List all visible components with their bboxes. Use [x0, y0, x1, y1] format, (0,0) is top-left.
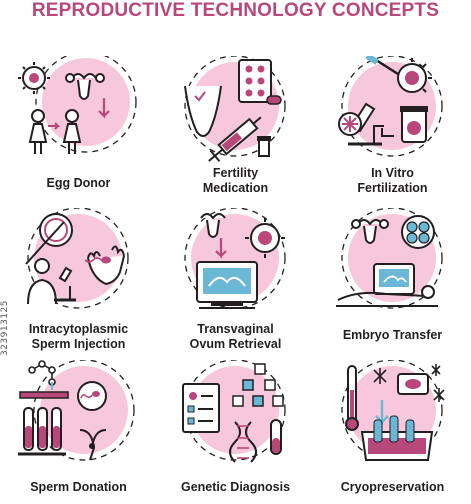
concept-caption: Genetic Diagnosis [180, 480, 291, 494]
genetic-diagnosis-icon [182, 360, 286, 463]
concept-caption: Cryopreservation [340, 480, 445, 494]
concept-tile-in-vitro-fertilization: In Vitro Fertilization [314, 52, 471, 200]
sperm-donation-icon [18, 360, 135, 461]
concept-tile-cryopreservation: Cryopreservation [314, 356, 471, 504]
fertility-medication-icon [184, 56, 286, 162]
sperm-injection-icon [25, 208, 129, 309]
concept-tile-sperm-injection: Intracytoplasmic Sperm Injection [0, 204, 157, 352]
concept-caption: Transvaginal Ovum Retrieval [189, 322, 282, 351]
concept-caption: Fertility Medication [202, 166, 269, 195]
concept-caption: Embryo Transfer [342, 328, 443, 342]
concept-tile-fertility-medication: Fertility Medication [157, 52, 314, 200]
cryopreservation-icon [341, 360, 445, 461]
concept-tile-genetic-diagnosis: Genetic Diagnosis [157, 356, 314, 504]
concept-grid: Egg Donor [0, 52, 471, 500]
ovum-retrieval-icon [184, 208, 286, 309]
concept-caption: Intracytoplasmic Sperm Injection [28, 322, 129, 351]
page-title: REPRODUCTIVE TECHNOLOGY CONCEPTS [31, 0, 440, 21]
concept-tile-embryo-transfer: Embryo Transfer [314, 204, 471, 352]
concept-caption: In Vitro Fertilization [357, 166, 428, 195]
concept-tile-sperm-donation: Sperm Donation [0, 356, 157, 504]
embryo-transfer-icon [336, 208, 443, 309]
stock-id-watermark: 323913125 [0, 300, 10, 357]
concept-tile-ovum-retrieval: Transvaginal Ovum Retrieval [157, 204, 314, 352]
concept-tile-egg-donor: Egg Donor [0, 52, 157, 200]
concept-caption: Sperm Donation [30, 480, 127, 494]
concept-caption: Egg Donor [46, 176, 111, 190]
in-vitro-fertilization-icon [338, 56, 443, 157]
egg-donor-icon [18, 56, 137, 154]
